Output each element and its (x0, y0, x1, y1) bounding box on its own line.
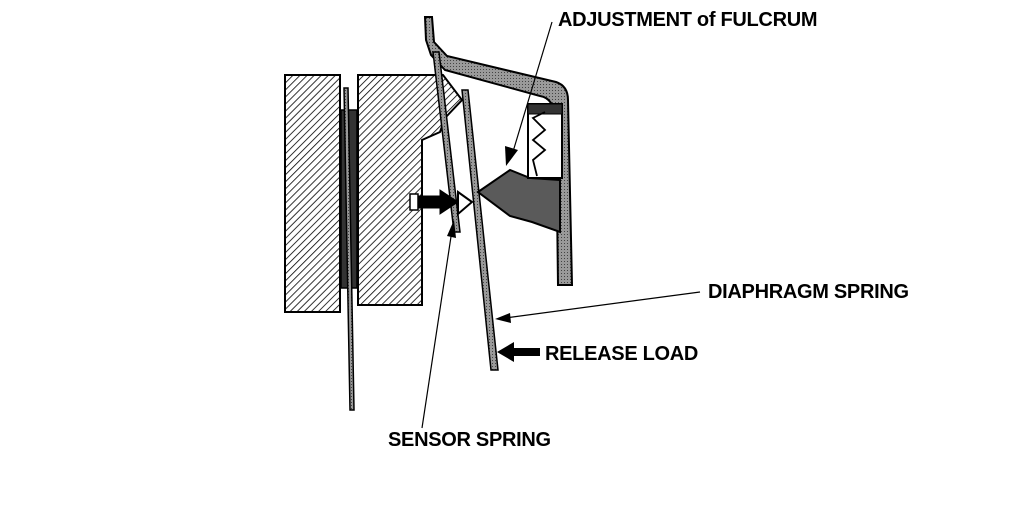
pivot-triangle (457, 190, 474, 217)
diaphragm-arrowhead (495, 313, 511, 323)
clutch-disc (343, 87, 355, 411)
adjustment-arrowhead (505, 146, 518, 166)
fulcrum-adjuster (476, 168, 561, 234)
sensor-arrowhead (447, 220, 456, 238)
sensor-spring-label: SENSOR SPRING (388, 429, 551, 451)
release-load-arrow (497, 342, 540, 362)
diaphragm-spring-label: DIAPHRAGM SPRING (708, 281, 909, 303)
adjustment-of-fulcrum-label: ADJUSTMENT of FULCRUM (558, 9, 818, 31)
clutch-cover (423, 16, 574, 286)
release-load-label: RELEASE LOAD (545, 343, 699, 365)
coil-spring (531, 111, 547, 177)
sensor-leader (421, 229, 453, 429)
pressure-plate (357, 74, 464, 306)
spring-housing-cap (527, 103, 563, 115)
adjustment-leader (511, 21, 553, 156)
pressure-arrow-tail (409, 193, 419, 211)
diaphragm-leader (504, 291, 701, 319)
flywheel (284, 74, 341, 313)
diaphragm-spring (461, 89, 499, 371)
sensor-spring (432, 51, 461, 233)
